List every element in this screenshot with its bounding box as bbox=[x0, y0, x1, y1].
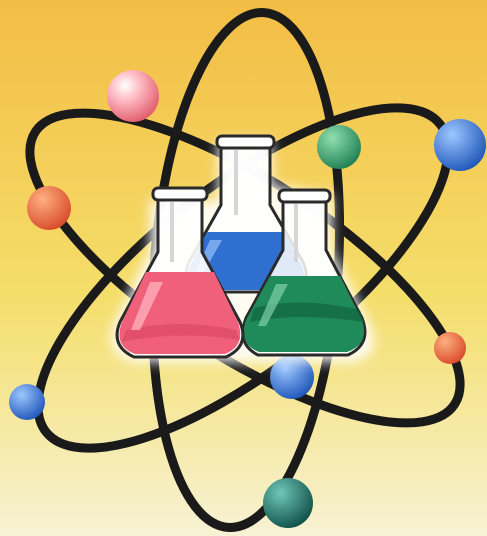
electron-blue-left bbox=[9, 384, 45, 420]
electron-orange-left bbox=[27, 186, 71, 230]
electron-teal-bottom bbox=[263, 478, 313, 528]
electron-green-top bbox=[317, 125, 361, 169]
flask-red bbox=[115, 186, 245, 359]
electron-blue-top-right bbox=[434, 119, 486, 171]
electrons bbox=[9, 70, 486, 528]
electron-pink bbox=[107, 70, 159, 122]
electron-orange-right bbox=[434, 332, 466, 364]
flask-green bbox=[241, 188, 367, 357]
electron-blue-center bbox=[270, 355, 314, 399]
